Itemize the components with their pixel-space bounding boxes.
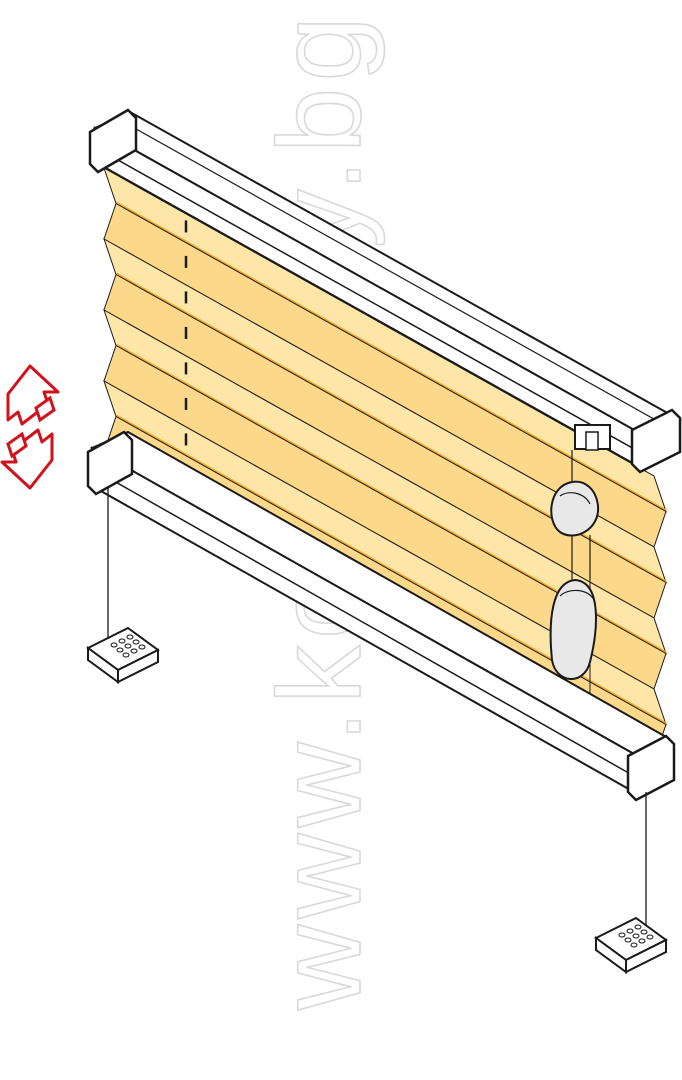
head-rail-endcap-right	[630, 408, 682, 474]
pleated-fabric	[103, 166, 667, 761]
bottom-rail-endcap-right	[626, 734, 676, 802]
pull-handles	[549, 450, 600, 680]
floor-anchor-icon-left	[86, 626, 160, 684]
head-rail	[88, 108, 682, 474]
bottom-rail-endcap-left	[86, 430, 134, 496]
double-vertical-arrow-icon	[0, 364, 60, 490]
upper-pull-handle-icon	[550, 480, 600, 537]
head-rail-endcap-left	[88, 108, 138, 174]
tension-cords	[107, 488, 647, 935]
lower-pull-handle-icon	[549, 578, 597, 680]
bottom-rail	[86, 430, 676, 802]
floor-anchor-icon-right	[594, 916, 668, 974]
cord-lock	[574, 424, 611, 451]
